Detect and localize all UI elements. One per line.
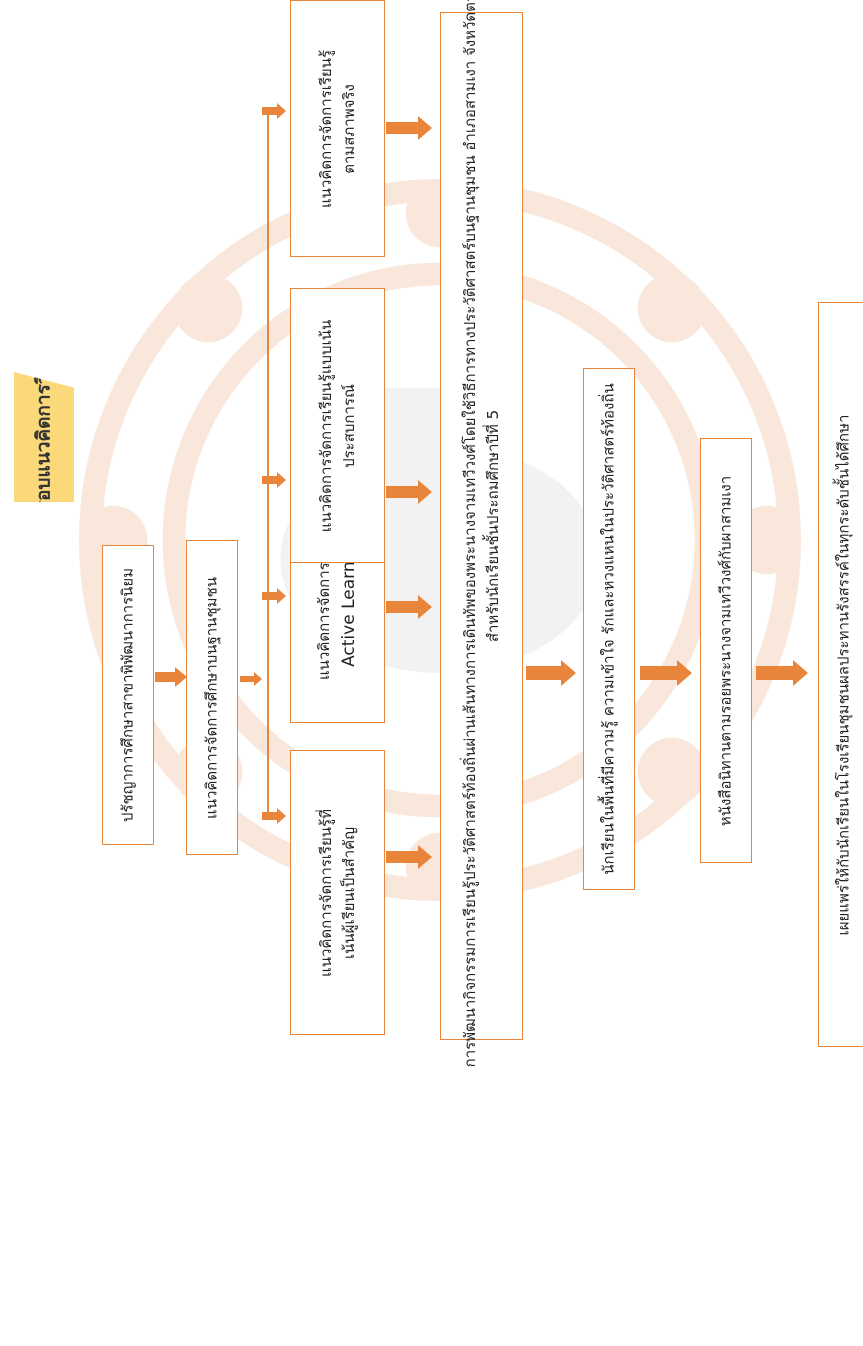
student-center-box: แนวคิดการจัดการเรียนรู้ที่ เน้นผู้เรียนเ…: [290, 750, 385, 1035]
authentic-line1: แนวคิดการจัดการเรียนรู้: [316, 49, 335, 208]
arrow-right-icon: [386, 845, 432, 869]
arrow-right-icon: [262, 808, 286, 824]
main-activity-box: การพัฒนากิจกรรมการเรียนรู้ประวัติศาสตร์ท…: [440, 0, 523, 1067]
diagram-title-tag: กรอบแนวคิดการวิจัย: [14, 372, 74, 502]
dissemination-label: เผยแพร่ให้กับนักเรียนในโรงเรียนชุมชนผลปร…: [834, 414, 853, 935]
arrow-right-icon: [386, 116, 432, 140]
arrow-right-icon: [155, 667, 187, 687]
philosophy-box: ปรัชญาการศึกษาสาขาพิพัฒนาการนิยม: [102, 545, 154, 845]
arrow-right-icon: [386, 480, 432, 504]
experience-line1: แนวคิดการจัดการเรียนรู้แบบเน้น: [316, 319, 335, 532]
community-box: แนวคิดการจัดการศึกษาบนฐานชุมชน: [186, 540, 238, 855]
book-box: หนังสือนิทานตามรอยพระนางจามเทวีวงศ์กับผา…: [700, 438, 752, 863]
arrow-right-icon: [262, 103, 286, 119]
arrow-right-icon: [640, 660, 692, 686]
diagram-title: กรอบแนวคิดการวิจัย: [32, 351, 55, 523]
arrow-right-icon: [526, 660, 576, 686]
arrow-right-icon: [262, 472, 286, 488]
arrow-right-icon: [756, 660, 808, 686]
student-center-line1: แนวคิดการจัดการเรียนรู้ที่: [316, 808, 335, 977]
community-label: แนวคิดการจัดการศึกษาบนฐานชุมชน: [202, 576, 221, 819]
arrow-right-icon: [386, 595, 432, 619]
book-label: หนังสือนิทานตามรอยพระนางจามเทวีวงศ์กับผา…: [716, 475, 735, 826]
experience-box: แนวคิดการจัดการเรียนรู้แบบเน้น ประสบการณ…: [290, 288, 385, 563]
student-center-line2: เน้นผู้เรียนเป็นสำคัญ: [339, 826, 358, 959]
authentic-box: แนวคิดการจัดการเรียนรู้ ตามสภาพจริง: [290, 0, 385, 257]
philosophy-label: ปรัชญาการศึกษาสาขาพิพัฒนาการนิยม: [118, 567, 137, 823]
dissemination-box: เผยแพร่ให้กับนักเรียนในโรงเรียนชุมชนผลปร…: [818, 302, 863, 1047]
arrow-right-icon: [262, 588, 286, 604]
arrow-right-icon: [240, 672, 262, 686]
main-activity-line2: สำหรับนักเรียนชั้นประถมศึกษาปีที่ 5: [483, 409, 502, 643]
main-activity-line1: การพัฒนากิจกรรมการเรียนรู้ประวัติศาสตร์ท…: [460, 0, 479, 1068]
outcome-label: นักเรียนในพื้นที่มีความรู้ ความเข้าใจ รั…: [599, 383, 618, 875]
connector-line: [267, 110, 269, 820]
outcome-box: นักเรียนในพื้นที่มีความรู้ ความเข้าใจ รั…: [583, 368, 635, 890]
authentic-line2: ตามสภาพจริง: [339, 83, 358, 174]
experience-line2: ประสบการณ์: [339, 383, 358, 468]
